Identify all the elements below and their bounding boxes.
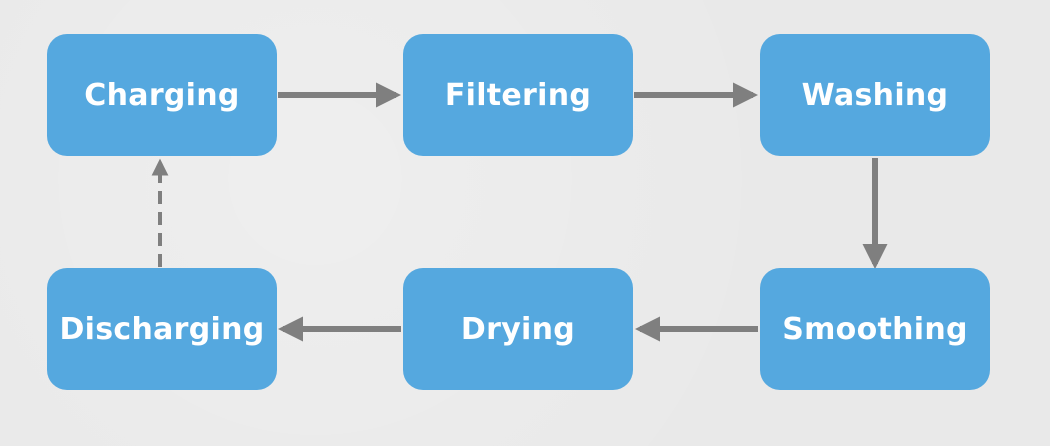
- node-charging: Charging: [47, 34, 277, 156]
- node-discharging-label: Discharging: [59, 311, 265, 347]
- node-drying-label: Drying: [460, 311, 576, 347]
- node-discharging: Discharging: [47, 268, 277, 390]
- node-smoothing-label: Smoothing: [782, 311, 968, 347]
- node-smoothing: Smoothing: [760, 268, 990, 390]
- node-washing: Washing: [760, 34, 990, 156]
- node-drying: Drying: [403, 268, 633, 390]
- node-charging-label: Charging: [84, 77, 240, 113]
- node-filtering: Filtering: [403, 34, 633, 156]
- node-filtering-label: Filtering: [444, 77, 592, 113]
- node-washing-label: Washing: [801, 77, 949, 113]
